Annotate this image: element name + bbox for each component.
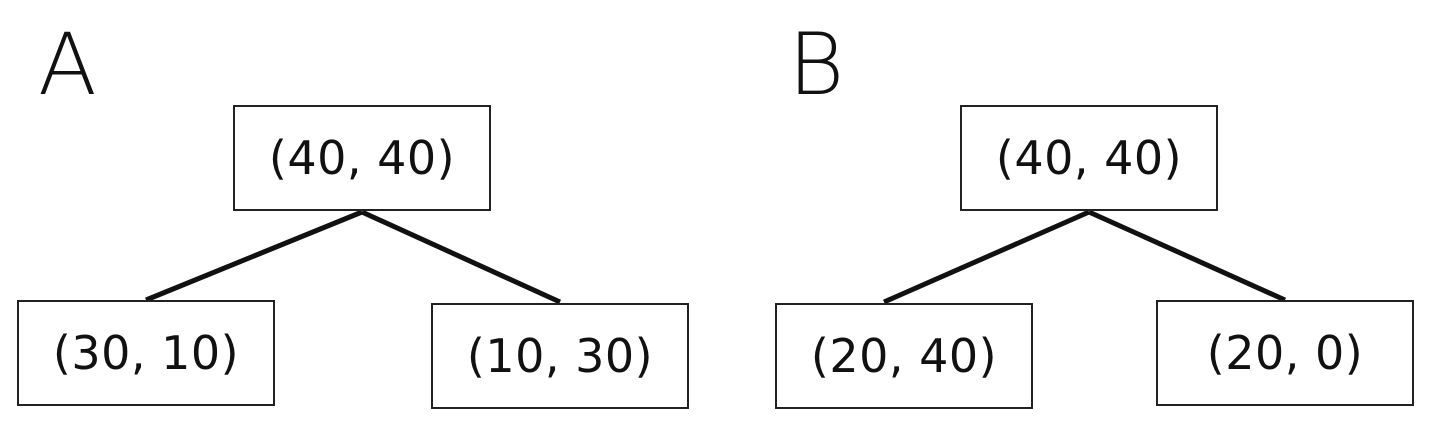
edge-a-root-left [145,209,363,303]
tree-a-root-node: (40, 40) [233,105,491,211]
panel-a-label: A [38,15,97,115]
tree-b-left-node: (20, 40) [775,303,1033,409]
panel-b-label: B [788,15,845,115]
tree-a-left-node: (30, 10) [17,300,275,406]
edge-b-root-left [882,209,1091,305]
edge-b-root-right [1087,209,1287,303]
edge-a-root-right [360,209,562,305]
tree-b-root-node: (40, 40) [960,105,1218,211]
tree-b-right-node: (20, 0) [1156,300,1414,406]
tree-a-right-node: (10, 30) [431,303,689,409]
